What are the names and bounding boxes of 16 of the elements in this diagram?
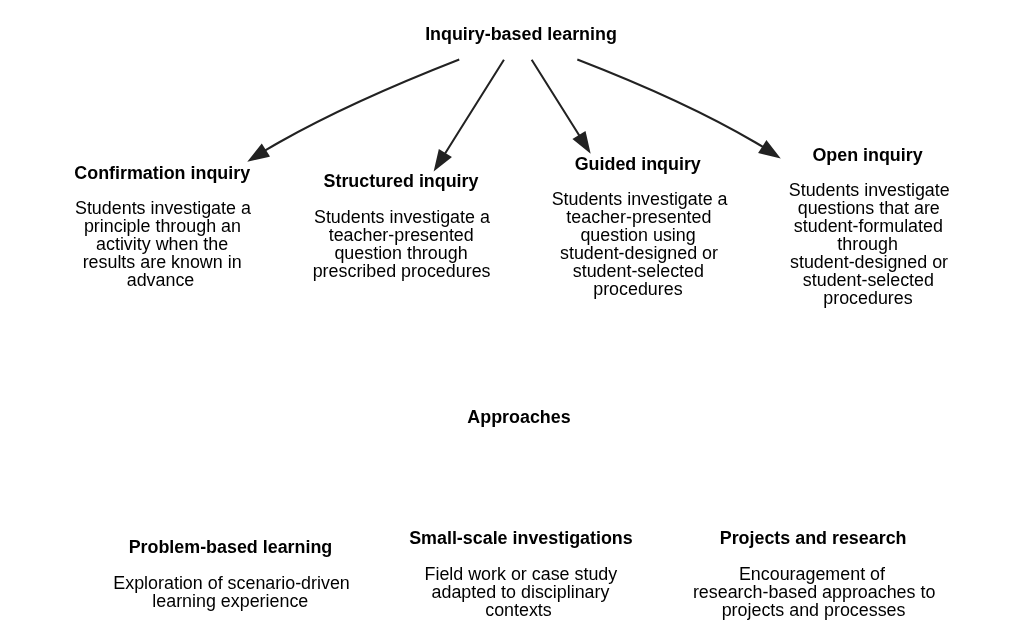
arrow [247, 58, 460, 162]
node-text: Guided inquiry Students investigate a teacher-presented question using student-designed or student-selected procedures [551, 153, 728, 299]
label: Approaches [467, 407, 571, 428]
node-text: Confirmation inquiry Students investigate a principle through an activity when the results are known in advance [74, 162, 251, 290]
label: Exploration of scenario-driven learning experience [113, 572, 350, 611]
arrow [576, 58, 781, 159]
node-text: Open inquiry Students investigate questions that are student-formulated through student-designed or student-selected procedures [788, 144, 950, 308]
label: Field work or case study adapted to disciplinary contexts [424, 563, 618, 620]
node-text: Inquiry-based learning [425, 23, 617, 44]
label: Encouragement of research-based approaches to projects and processes [692, 563, 936, 620]
node-text: Structured inquiry Students investigate a teacher-presented question through prescribed procedures [312, 171, 491, 281]
label: Small-scale investigations [409, 528, 633, 549]
arrow [530, 59, 591, 154]
arrow [433, 59, 505, 172]
label: Problem-based learning [128, 536, 333, 557]
label: Projects and research [719, 528, 907, 549]
